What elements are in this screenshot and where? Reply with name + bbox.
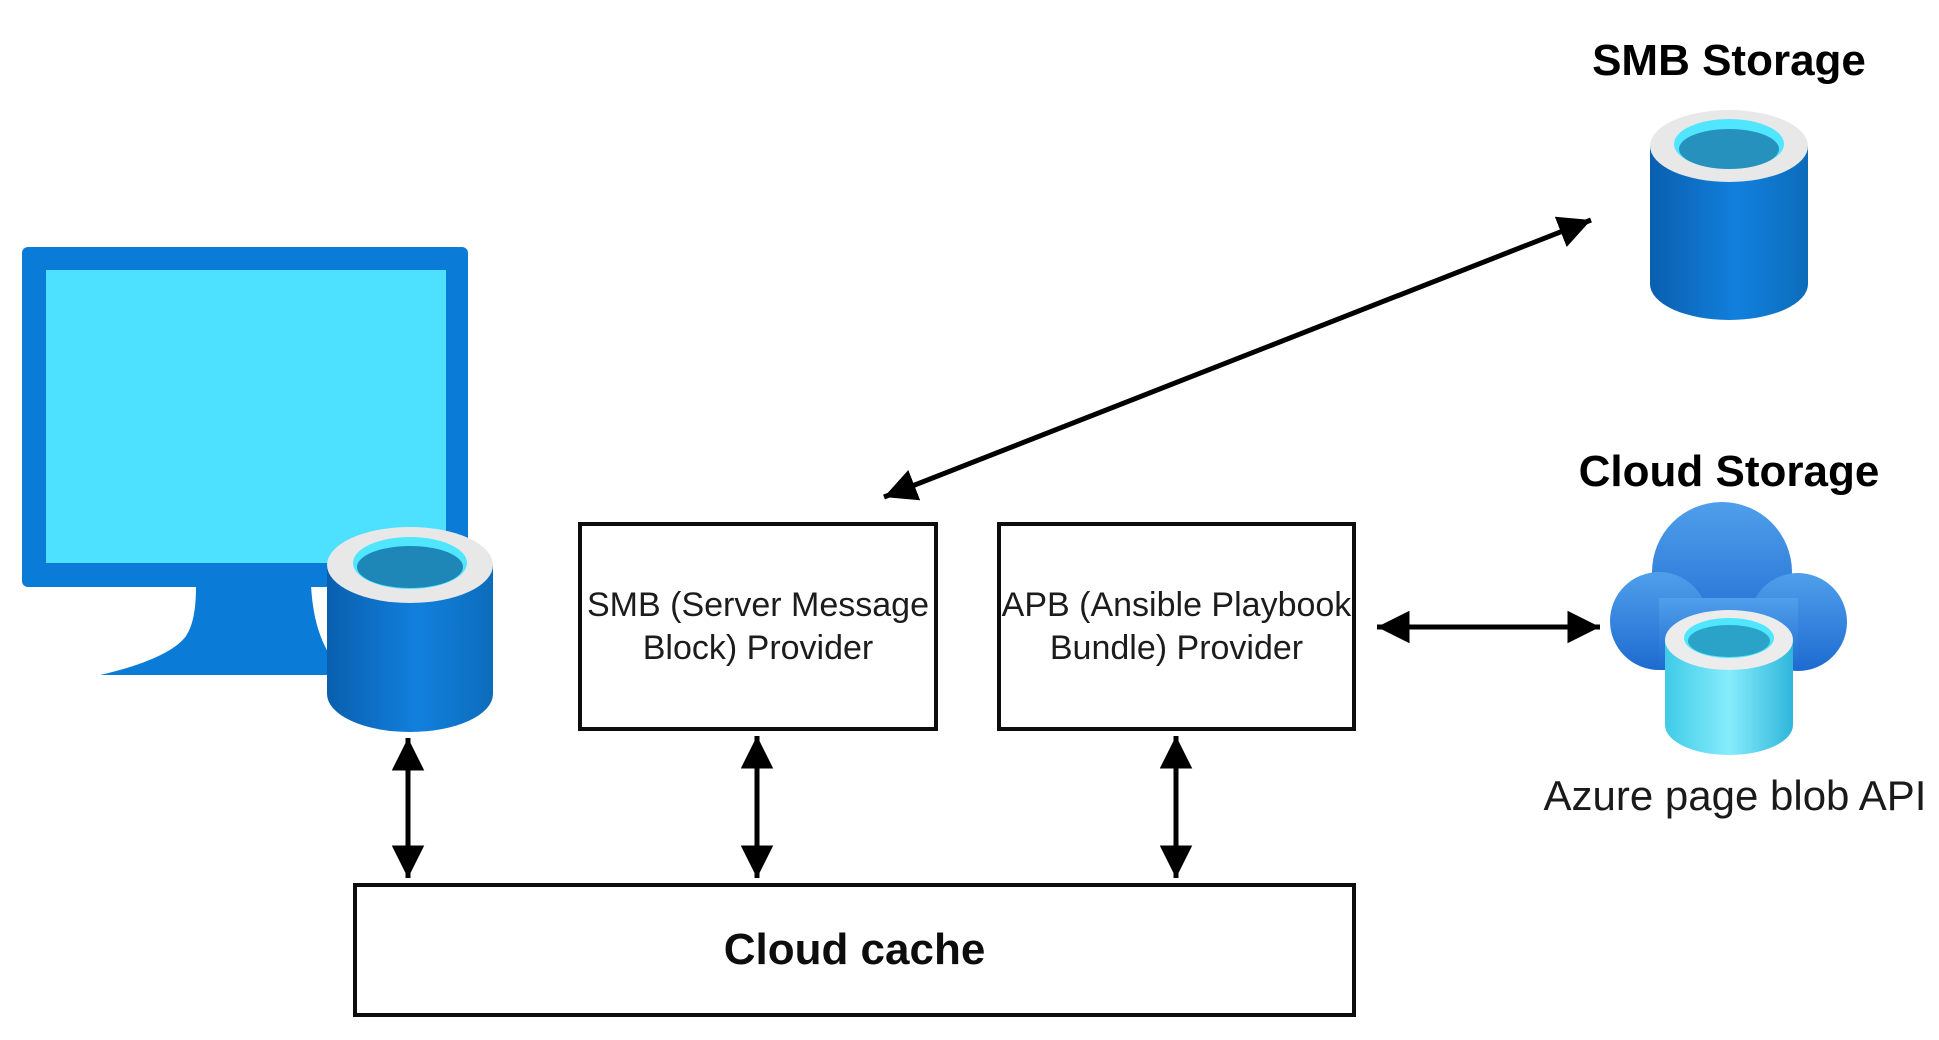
- smb-provider-label-line1: SMB (Server Message: [587, 585, 929, 624]
- arrow-provider-to-smb-storage: [883, 216, 1592, 501]
- cloud-cache-box: Cloud cache: [353, 883, 1356, 1017]
- cloud-disk-icon: [1665, 610, 1793, 755]
- smb-storage-icon: [1650, 110, 1808, 320]
- apb-provider-box: APB (Ansible Playbook Bundle) Provider: [997, 522, 1356, 731]
- monitor-icon: [22, 247, 468, 675]
- azure-page-blob-api-label: Azure page blob API: [1543, 772, 1927, 819]
- smb-storage-title: SMB Storage: [1592, 36, 1866, 85]
- cloud-storage-title: Cloud Storage: [1578, 447, 1880, 496]
- local-disk-icon: [327, 527, 493, 732]
- apb-provider-label-line2: Bundle) Provider: [1049, 628, 1304, 667]
- cloud-cache-label: Cloud cache: [723, 925, 986, 974]
- smb-provider-label-line2: Block) Provider: [642, 628, 874, 667]
- apb-provider-label-line1: APB (Ansible Playbook: [1001, 585, 1352, 624]
- smb-provider-box: SMB (Server Message Block) Provider: [578, 522, 938, 731]
- connector-arrows: [391, 216, 1600, 878]
